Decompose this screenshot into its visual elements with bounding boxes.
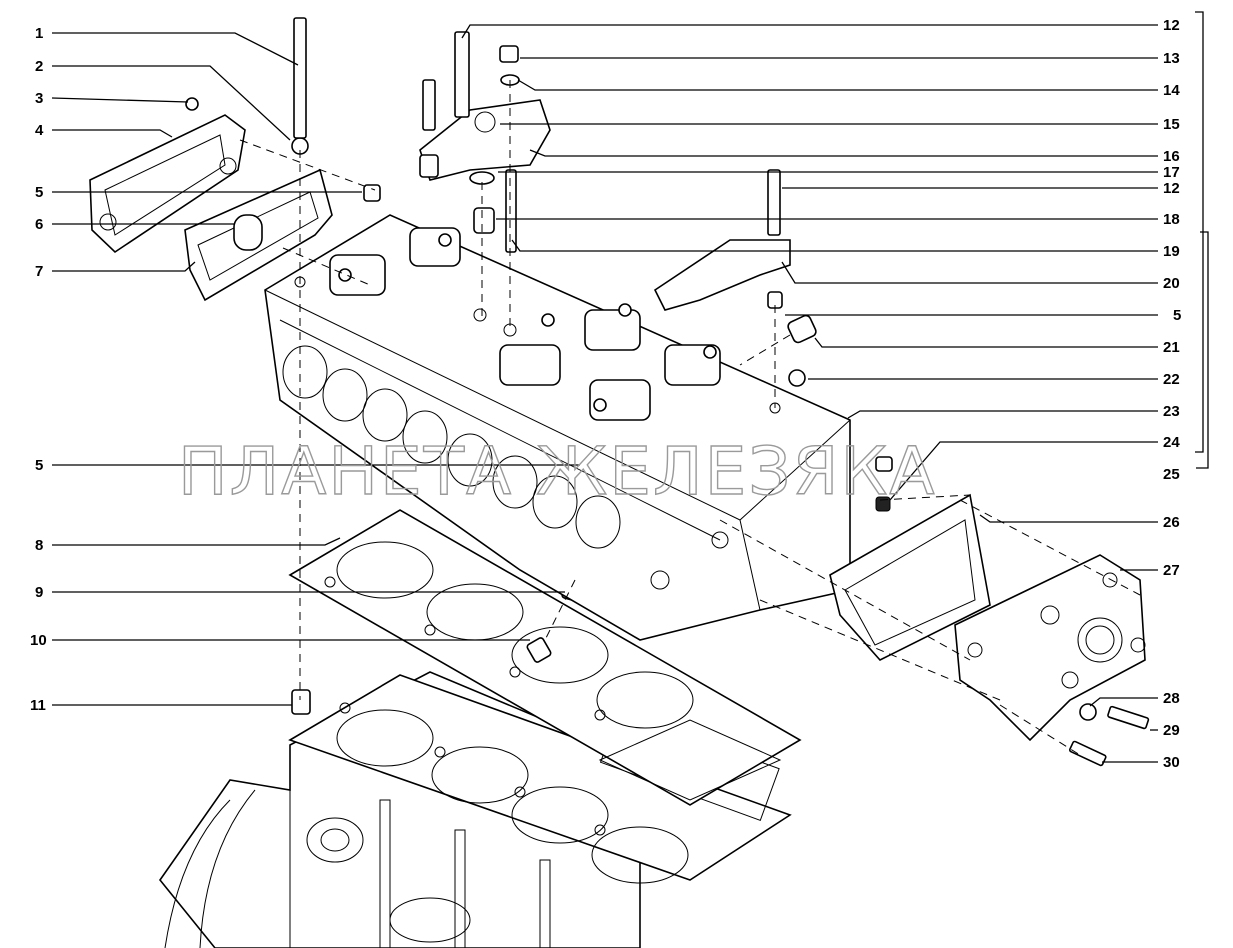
assembly-axes	[239, 80, 1141, 756]
callout-26: 26	[1163, 514, 1180, 531]
callout-23: 23	[1163, 403, 1180, 420]
callouts-left: 1 2 3 4 5 6 7 5 8 9 10 11	[30, 25, 47, 714]
callout-13: 13	[1163, 50, 1180, 67]
washer-28	[1079, 703, 1097, 721]
callout-28: 28	[1163, 690, 1180, 707]
callout-4: 4	[35, 122, 44, 139]
callout-30: 30	[1163, 754, 1180, 771]
cylinder-head	[264, 214, 851, 641]
callout-8: 8	[35, 537, 43, 554]
watermark-text: ПЛАНЕТА ЖЕЛЕЗЯКА	[178, 433, 936, 510]
dowel-pin-10	[526, 637, 552, 663]
callouts-right: 12 13 14 15 16 17 12 18 19 20 5 21 22 23…	[1163, 17, 1181, 771]
bolt-1	[293, 17, 307, 139]
callout-27: 27	[1163, 562, 1180, 579]
bearing-caps-on-head	[329, 227, 721, 421]
callout-29: 29	[1163, 722, 1180, 739]
callout-24: 24	[1163, 434, 1180, 451]
callout-17: 17	[1163, 164, 1180, 181]
callout-25: 25	[1163, 466, 1180, 483]
callout-12: 12	[1163, 17, 1180, 34]
callout-9: 9	[35, 584, 43, 601]
callout-1: 1	[35, 25, 43, 42]
callout-6: 6	[35, 216, 43, 233]
leader-lines	[51, 11, 1209, 763]
screw-3	[185, 97, 199, 111]
callout-12b: 12	[1163, 180, 1180, 197]
callout-15: 15	[1163, 116, 1180, 133]
callout-2: 2	[35, 58, 43, 75]
bolt-29	[1107, 705, 1150, 730]
callout-19: 19	[1163, 243, 1180, 260]
callout-5c: 5	[1173, 307, 1181, 324]
bolt-30	[1069, 740, 1107, 767]
callout-7: 7	[35, 263, 43, 280]
callout-3: 3	[35, 90, 43, 107]
callout-20: 20	[1163, 275, 1180, 292]
cover-27	[954, 554, 1146, 742]
cover-4	[89, 114, 246, 254]
callout-5: 5	[35, 184, 43, 201]
dowel-5-mid	[875, 456, 893, 472]
callout-14: 14	[1163, 82, 1180, 99]
dowel-5-top	[363, 184, 381, 202]
callout-16: 16	[1163, 148, 1180, 165]
nut-24	[875, 496, 891, 512]
callout-5b: 5	[35, 457, 43, 474]
callout-21: 21	[1163, 339, 1180, 356]
dowel-pin-11	[291, 689, 311, 715]
callout-11: 11	[30, 697, 46, 714]
plug-6	[233, 214, 263, 251]
callout-22: 22	[1163, 371, 1180, 388]
callout-18: 18	[1163, 211, 1180, 228]
bearing-cap-16	[419, 31, 551, 253]
callout-10: 10	[30, 632, 47, 649]
